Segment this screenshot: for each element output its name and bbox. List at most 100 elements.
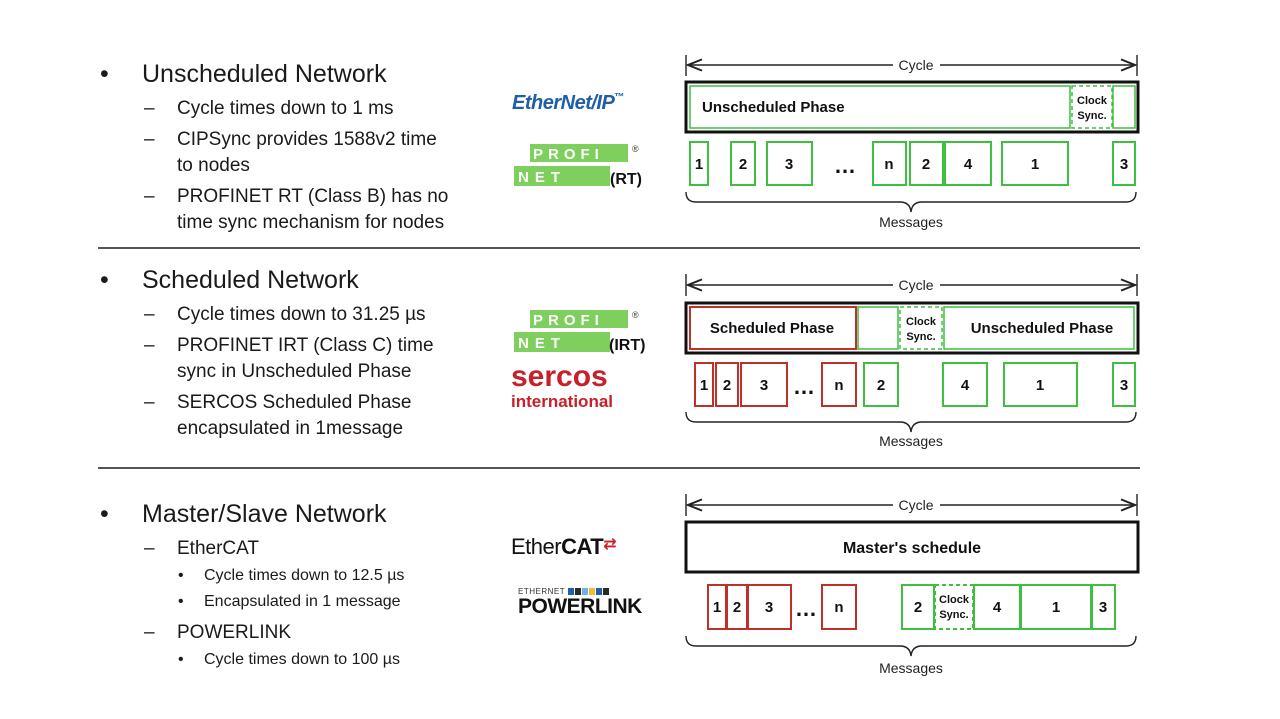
profinet-irt-logo: PROFI NET ® (IRT) xyxy=(512,308,657,363)
message-box xyxy=(715,362,739,407)
section-title: Unscheduled Network xyxy=(142,60,387,88)
clock-sync-label: Clock xyxy=(906,316,937,328)
clock-sync-phase xyxy=(899,306,943,350)
clock-sync-label: Sync. xyxy=(939,609,968,621)
sub-item: Cycle times down to 1 ms xyxy=(177,98,394,119)
message-box xyxy=(821,362,857,407)
sercos-logo: sercos international xyxy=(511,360,614,411)
bullet-dot: • xyxy=(100,60,109,88)
message-box xyxy=(730,141,756,186)
svg-text:NET: NET xyxy=(518,169,566,186)
message-label: 2 xyxy=(914,599,922,616)
section-divider xyxy=(98,467,1140,469)
ellipsis: … xyxy=(793,374,815,399)
message-box xyxy=(689,141,709,186)
message-label: 3 xyxy=(765,599,773,616)
message-label: 3 xyxy=(1099,599,1107,616)
section-title: Scheduled Network xyxy=(142,266,359,294)
sub-item: POWERLINK xyxy=(177,622,292,643)
unscheduled-phase-gap xyxy=(857,306,899,350)
clock-sync-label: Clock xyxy=(939,594,970,606)
message-label: 1 xyxy=(1052,599,1060,616)
message-row: 1 2 3 … n 2 4 1 3 xyxy=(689,141,1136,186)
dash: – xyxy=(144,186,155,207)
small-bullet: • xyxy=(178,593,184,610)
message-box xyxy=(942,362,988,407)
message-label: 3 xyxy=(1120,156,1128,173)
cycle-arrow: Cycle xyxy=(685,55,1138,76)
svg-text:®: ® xyxy=(632,310,639,320)
diagram-master-slave: Cycle Master's schedule 1 2 3 … n 2 Cloc… xyxy=(684,494,1140,676)
message-label: 2 xyxy=(733,599,741,616)
dash: – xyxy=(144,392,155,413)
message-box xyxy=(766,141,813,186)
profinet-rt-logo: PROFI NET ® (RT) xyxy=(512,142,652,197)
messages-brace xyxy=(685,191,1137,213)
message-box xyxy=(1112,141,1136,186)
message-box xyxy=(1001,141,1069,186)
unscheduled-phase xyxy=(943,306,1135,350)
message-label: 1 xyxy=(1036,377,1044,394)
messages-brace xyxy=(685,635,1137,657)
message-label: n xyxy=(834,377,843,394)
message-label: n xyxy=(884,156,893,173)
phase-label: Unscheduled Phase xyxy=(702,99,845,116)
diagram-scheduled: Cycle Scheduled Phase Clock Sync. Unsche… xyxy=(684,274,1140,449)
message-box xyxy=(909,141,944,186)
svg-text:(RT): (RT) xyxy=(610,171,642,188)
phase-label: Scheduled Phase xyxy=(710,320,834,337)
svg-text:®: ® xyxy=(632,144,639,154)
profinet-logo-graphic: PROFI NET ® (IRT) xyxy=(514,310,645,354)
dash: – xyxy=(144,538,155,559)
messages-label: Messages xyxy=(879,214,943,230)
section-title: Master/Slave Network xyxy=(142,500,387,528)
sub-item: sync in Unscheduled Phase xyxy=(177,361,412,382)
message-label: 4 xyxy=(993,599,1002,616)
cycle-label: Cycle xyxy=(898,57,933,73)
sub-sub-item: Cycle times down to 100 µs xyxy=(204,651,400,668)
sub-sub-item: Cycle times down to 12.5 µs xyxy=(204,567,405,584)
dash: – xyxy=(144,129,155,150)
message-box xyxy=(740,362,788,407)
ellipsis: … xyxy=(795,596,817,621)
message-box xyxy=(694,362,714,407)
message-box xyxy=(901,584,935,630)
message-label: 2 xyxy=(922,156,930,173)
dash: – xyxy=(144,304,155,325)
phase-label: Unscheduled Phase xyxy=(971,320,1114,337)
message-label: 3 xyxy=(785,156,793,173)
message-label: 2 xyxy=(739,156,747,173)
scheduled-phase xyxy=(689,306,857,350)
dash: – xyxy=(144,98,155,119)
cycle-arrow: Cycle xyxy=(685,274,1138,296)
cycle-label: Cycle xyxy=(898,497,933,513)
message-row: 1 2 3 … n 2 Clock Sync. 4 1 3 xyxy=(707,584,1116,630)
messages-label: Messages xyxy=(879,433,943,449)
master-schedule-frame xyxy=(684,520,1140,574)
clock-sync-label: Sync. xyxy=(1077,110,1106,122)
phase-label: Master's schedule xyxy=(843,540,981,557)
cycle-arrow: Cycle xyxy=(685,494,1138,516)
sub-item: PROFINET IRT (Class C) time xyxy=(177,335,434,356)
svg-text:PROFI: PROFI xyxy=(533,146,604,163)
message-label: 3 xyxy=(760,377,768,394)
clock-sync-label: Clock xyxy=(1077,95,1108,107)
dash: – xyxy=(144,622,155,643)
message-box xyxy=(944,141,992,186)
message-row: 1 2 3 … n 2 4 1 3 xyxy=(694,362,1136,407)
message-box xyxy=(1003,362,1078,407)
profinet-logo-graphic: PROFI NET ® (RT) xyxy=(514,144,642,188)
sub-item: time sync mechanism for nodes xyxy=(177,212,445,233)
message-label: n xyxy=(834,599,843,616)
bullet-dot: • xyxy=(100,266,109,294)
messages-brace xyxy=(685,411,1137,433)
clock-sync-phase xyxy=(1071,85,1113,129)
sub-item: to nodes xyxy=(177,155,250,176)
sub-item: Cycle times down to 31.25 µs xyxy=(177,304,426,325)
message-box xyxy=(1112,362,1136,407)
svg-text:NET: NET xyxy=(518,335,566,352)
ethernetip-logo: EtherNet/IP™ xyxy=(512,92,624,114)
svg-text:(IRT): (IRT) xyxy=(609,337,645,354)
message-label: 2 xyxy=(723,377,731,394)
